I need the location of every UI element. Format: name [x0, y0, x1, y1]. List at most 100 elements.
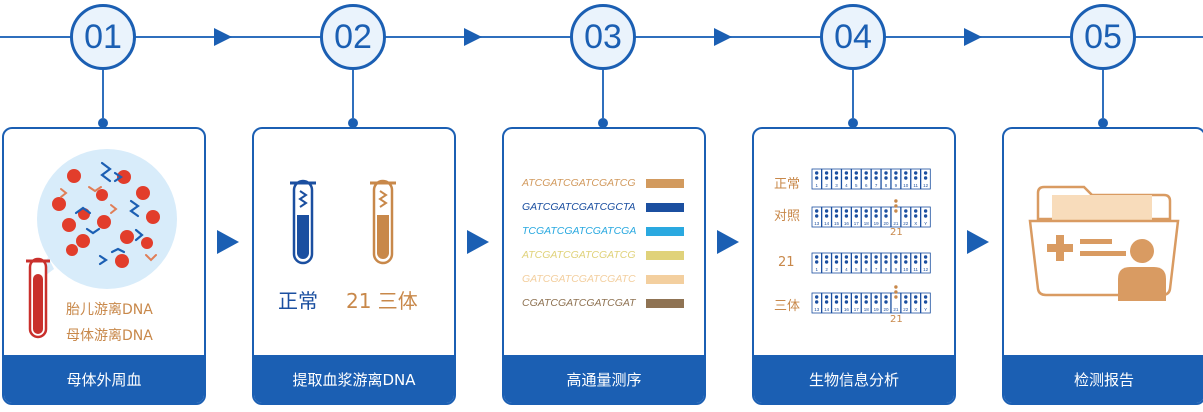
svg-text:18: 18	[864, 221, 870, 226]
svg-text:11: 11	[913, 267, 918, 272]
svg-text:19: 19	[874, 307, 880, 312]
flow-arrow-3	[717, 230, 739, 254]
svg-text:12: 12	[923, 267, 929, 272]
step-title-2: 提取血浆游离DNA	[254, 355, 454, 403]
svg-text:Y: Y	[924, 307, 927, 312]
person-icon	[1118, 239, 1166, 301]
svg-text:2: 2	[825, 267, 828, 272]
chromosome-cell: 18	[861, 206, 872, 228]
chromosome-cell: 17	[851, 206, 862, 228]
sequence-row: ATCGATCGATCGATCG	[522, 247, 684, 263]
chromosome-cell: 6	[861, 168, 872, 190]
svg-text:17: 17	[854, 307, 860, 312]
chromosome-cell: 5	[851, 252, 862, 274]
svg-text:4: 4	[845, 267, 848, 272]
svg-text:12: 12	[923, 183, 929, 188]
sequence-text: ATCGATCGATCGATCG	[522, 249, 636, 261]
chromosome-cell: 21	[890, 199, 901, 228]
sequence-row: GATCGATCGATCGATC	[522, 271, 684, 287]
chromosome-cell: 20	[880, 206, 892, 228]
chromosome-cell: 7	[871, 252, 882, 274]
svg-text:3: 3	[835, 183, 838, 188]
sequence-text: TCGATCGATCGATCGA	[522, 225, 637, 237]
step-card-3: ATCGATCGATCGATCG GATCGATCGATCGCTA TCGATC…	[502, 127, 706, 405]
chromosome-cell: 22	[900, 292, 911, 314]
chromosome-cell: 19	[871, 206, 882, 228]
svg-text:20: 20	[883, 307, 889, 312]
normal-tube-icon	[290, 179, 316, 265]
svg-text:13: 13	[814, 307, 820, 312]
timeline-arrow-2	[464, 28, 482, 46]
svg-text:Y: Y	[924, 221, 927, 226]
chromosome-cell: 14	[821, 206, 832, 228]
chromosome-cell: 9	[890, 252, 901, 274]
svg-text:9: 9	[895, 267, 898, 272]
step-card-1: 胎儿游离DNA 母体游离DNA 母体外周血	[2, 127, 206, 405]
step-number-02: 02	[320, 4, 386, 70]
trisomy-tube-icon	[370, 179, 396, 265]
step-title-4: 生物信息分析	[754, 355, 954, 403]
sequence-bar	[646, 202, 684, 212]
svg-text:14: 14	[824, 307, 830, 312]
flow-arrow-1	[217, 230, 239, 254]
svg-text:5: 5	[855, 183, 858, 188]
flow-arrow-4	[967, 230, 989, 254]
sequence-text: GATCGATCGATCGATC	[522, 273, 636, 285]
svg-text:10: 10	[903, 267, 909, 272]
svg-text:14: 14	[824, 221, 830, 226]
svg-text:19: 19	[874, 221, 880, 226]
chromosome-cell: 21	[890, 285, 901, 314]
svg-text:17: 17	[854, 221, 860, 226]
connector-3	[602, 70, 604, 118]
sequence-bar	[646, 178, 684, 188]
svg-text:15: 15	[834, 221, 840, 226]
svg-text:X: X	[914, 221, 917, 226]
chromosome-cell: 2	[821, 252, 832, 274]
chromosome-cell: X	[910, 206, 921, 228]
connector-5	[1102, 70, 1104, 118]
chromosome-cell: 19	[871, 292, 882, 314]
chromosome-cell: 15	[831, 292, 842, 314]
step-number-04: 04	[820, 4, 886, 70]
svg-text:6: 6	[865, 267, 868, 272]
svg-text:8: 8	[885, 183, 888, 188]
chromosome-cell: 13	[811, 292, 822, 314]
svg-text:11: 11	[913, 183, 918, 188]
timeline-arrow-1	[214, 28, 232, 46]
chromosome-cell: 16	[841, 206, 852, 228]
svg-text:13: 13	[814, 221, 820, 226]
connector-2	[352, 70, 354, 118]
timeline-arrow-4	[964, 28, 982, 46]
sequence-text: ATCGATCGATCGATCG	[522, 177, 636, 189]
step-card-5: 检测报告	[1002, 127, 1203, 405]
chromosome-cell: 13	[811, 206, 822, 228]
svg-text:16: 16	[844, 307, 850, 312]
chromosome-cell: 6	[861, 252, 872, 274]
svg-text:1: 1	[815, 183, 818, 188]
sequence-text: CGATCGATCGATCGAT	[522, 297, 636, 309]
connector-1	[102, 70, 104, 118]
svg-text:15: 15	[834, 307, 840, 312]
chromosome-cell: 1	[811, 252, 822, 274]
chromosome-cell: 10	[900, 168, 911, 190]
medical-report-illustration	[1028, 185, 1180, 301]
chromosome-cell: 5	[851, 168, 862, 190]
svg-text:21: 21	[893, 221, 899, 226]
sequence-row: TCGATCGATCGATCGA	[522, 223, 684, 239]
chromosome-cell: 9	[890, 168, 901, 190]
sequence-bar	[646, 226, 684, 236]
connector-dot-4	[848, 118, 858, 128]
chromosome-cell: 18	[861, 292, 872, 314]
svg-text:20: 20	[883, 221, 889, 226]
chromosome-cell: 11	[910, 252, 921, 274]
svg-text:7: 7	[875, 183, 878, 188]
step-number-01: 01	[70, 4, 136, 70]
chromosome-21-mark: 21	[890, 314, 903, 325]
chromosome-cell: 20	[880, 292, 892, 314]
chromosome-cell: X	[910, 292, 921, 314]
connector-dot-3	[598, 118, 608, 128]
svg-text:9: 9	[895, 183, 898, 188]
svg-text:4: 4	[845, 183, 848, 188]
